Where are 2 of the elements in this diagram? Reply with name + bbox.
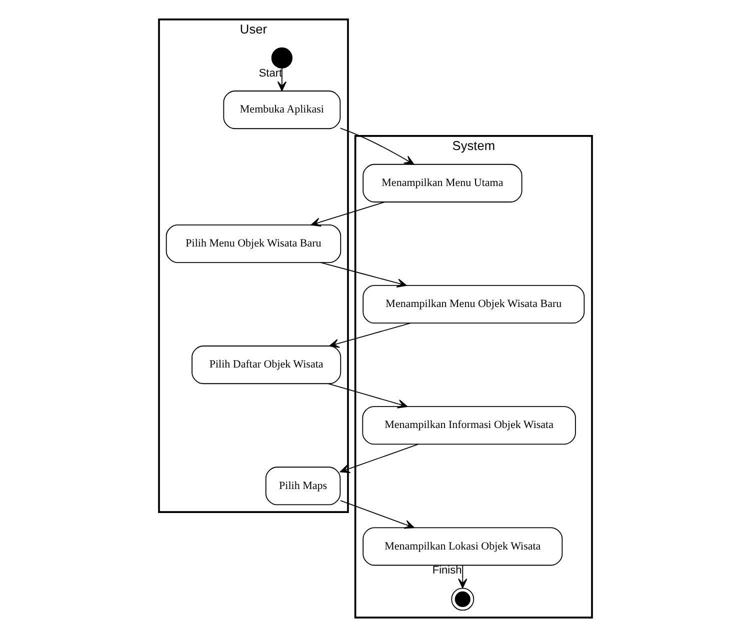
edge-label: Finish	[432, 564, 462, 576]
edge-label: Start	[258, 67, 282, 80]
